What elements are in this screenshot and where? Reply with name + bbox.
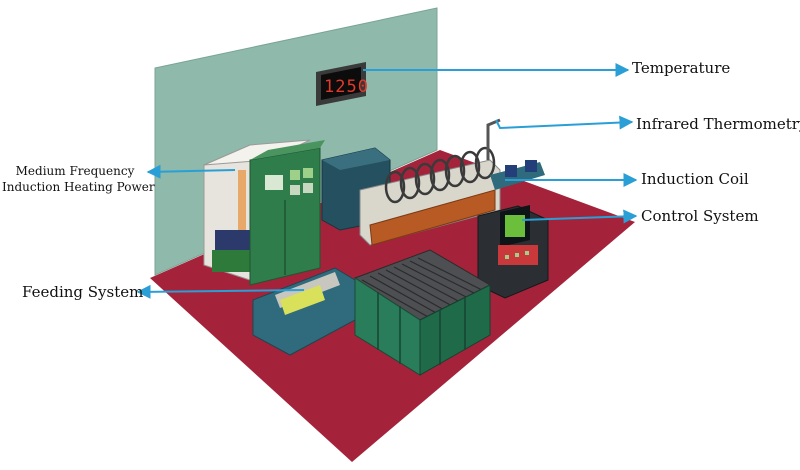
power-arrow [146,164,236,179]
roller-rail [490,160,545,190]
temperature-display: 1250 [316,62,369,106]
power-cabinet [203,139,311,281]
infrared-thermometry-label: Infrared Thermometry [636,115,800,133]
stock-rack [353,249,492,376]
green-cabinet [249,140,325,286]
power-label-line2: Induction Heating Power [2,180,155,194]
induction-coil-label: Induction Coil [641,170,749,188]
feeding-system-label: Feeding System [22,283,144,301]
power-label-line1: Medium Frequency [15,164,135,178]
temperature-display-digits: 1250 [324,77,369,97]
feeding-system-arrow [136,284,305,299]
control-system-arrow [521,209,638,224]
infrared-arrow [495,115,634,130]
control-console [477,205,549,299]
power-label: Medium Frequency Induction Heating Power [2,163,155,195]
control-system-label: Control System [641,207,759,225]
temperature-label: Temperature [632,59,731,77]
feeding-machine [252,267,356,356]
induction-coil-bed [359,118,501,246]
